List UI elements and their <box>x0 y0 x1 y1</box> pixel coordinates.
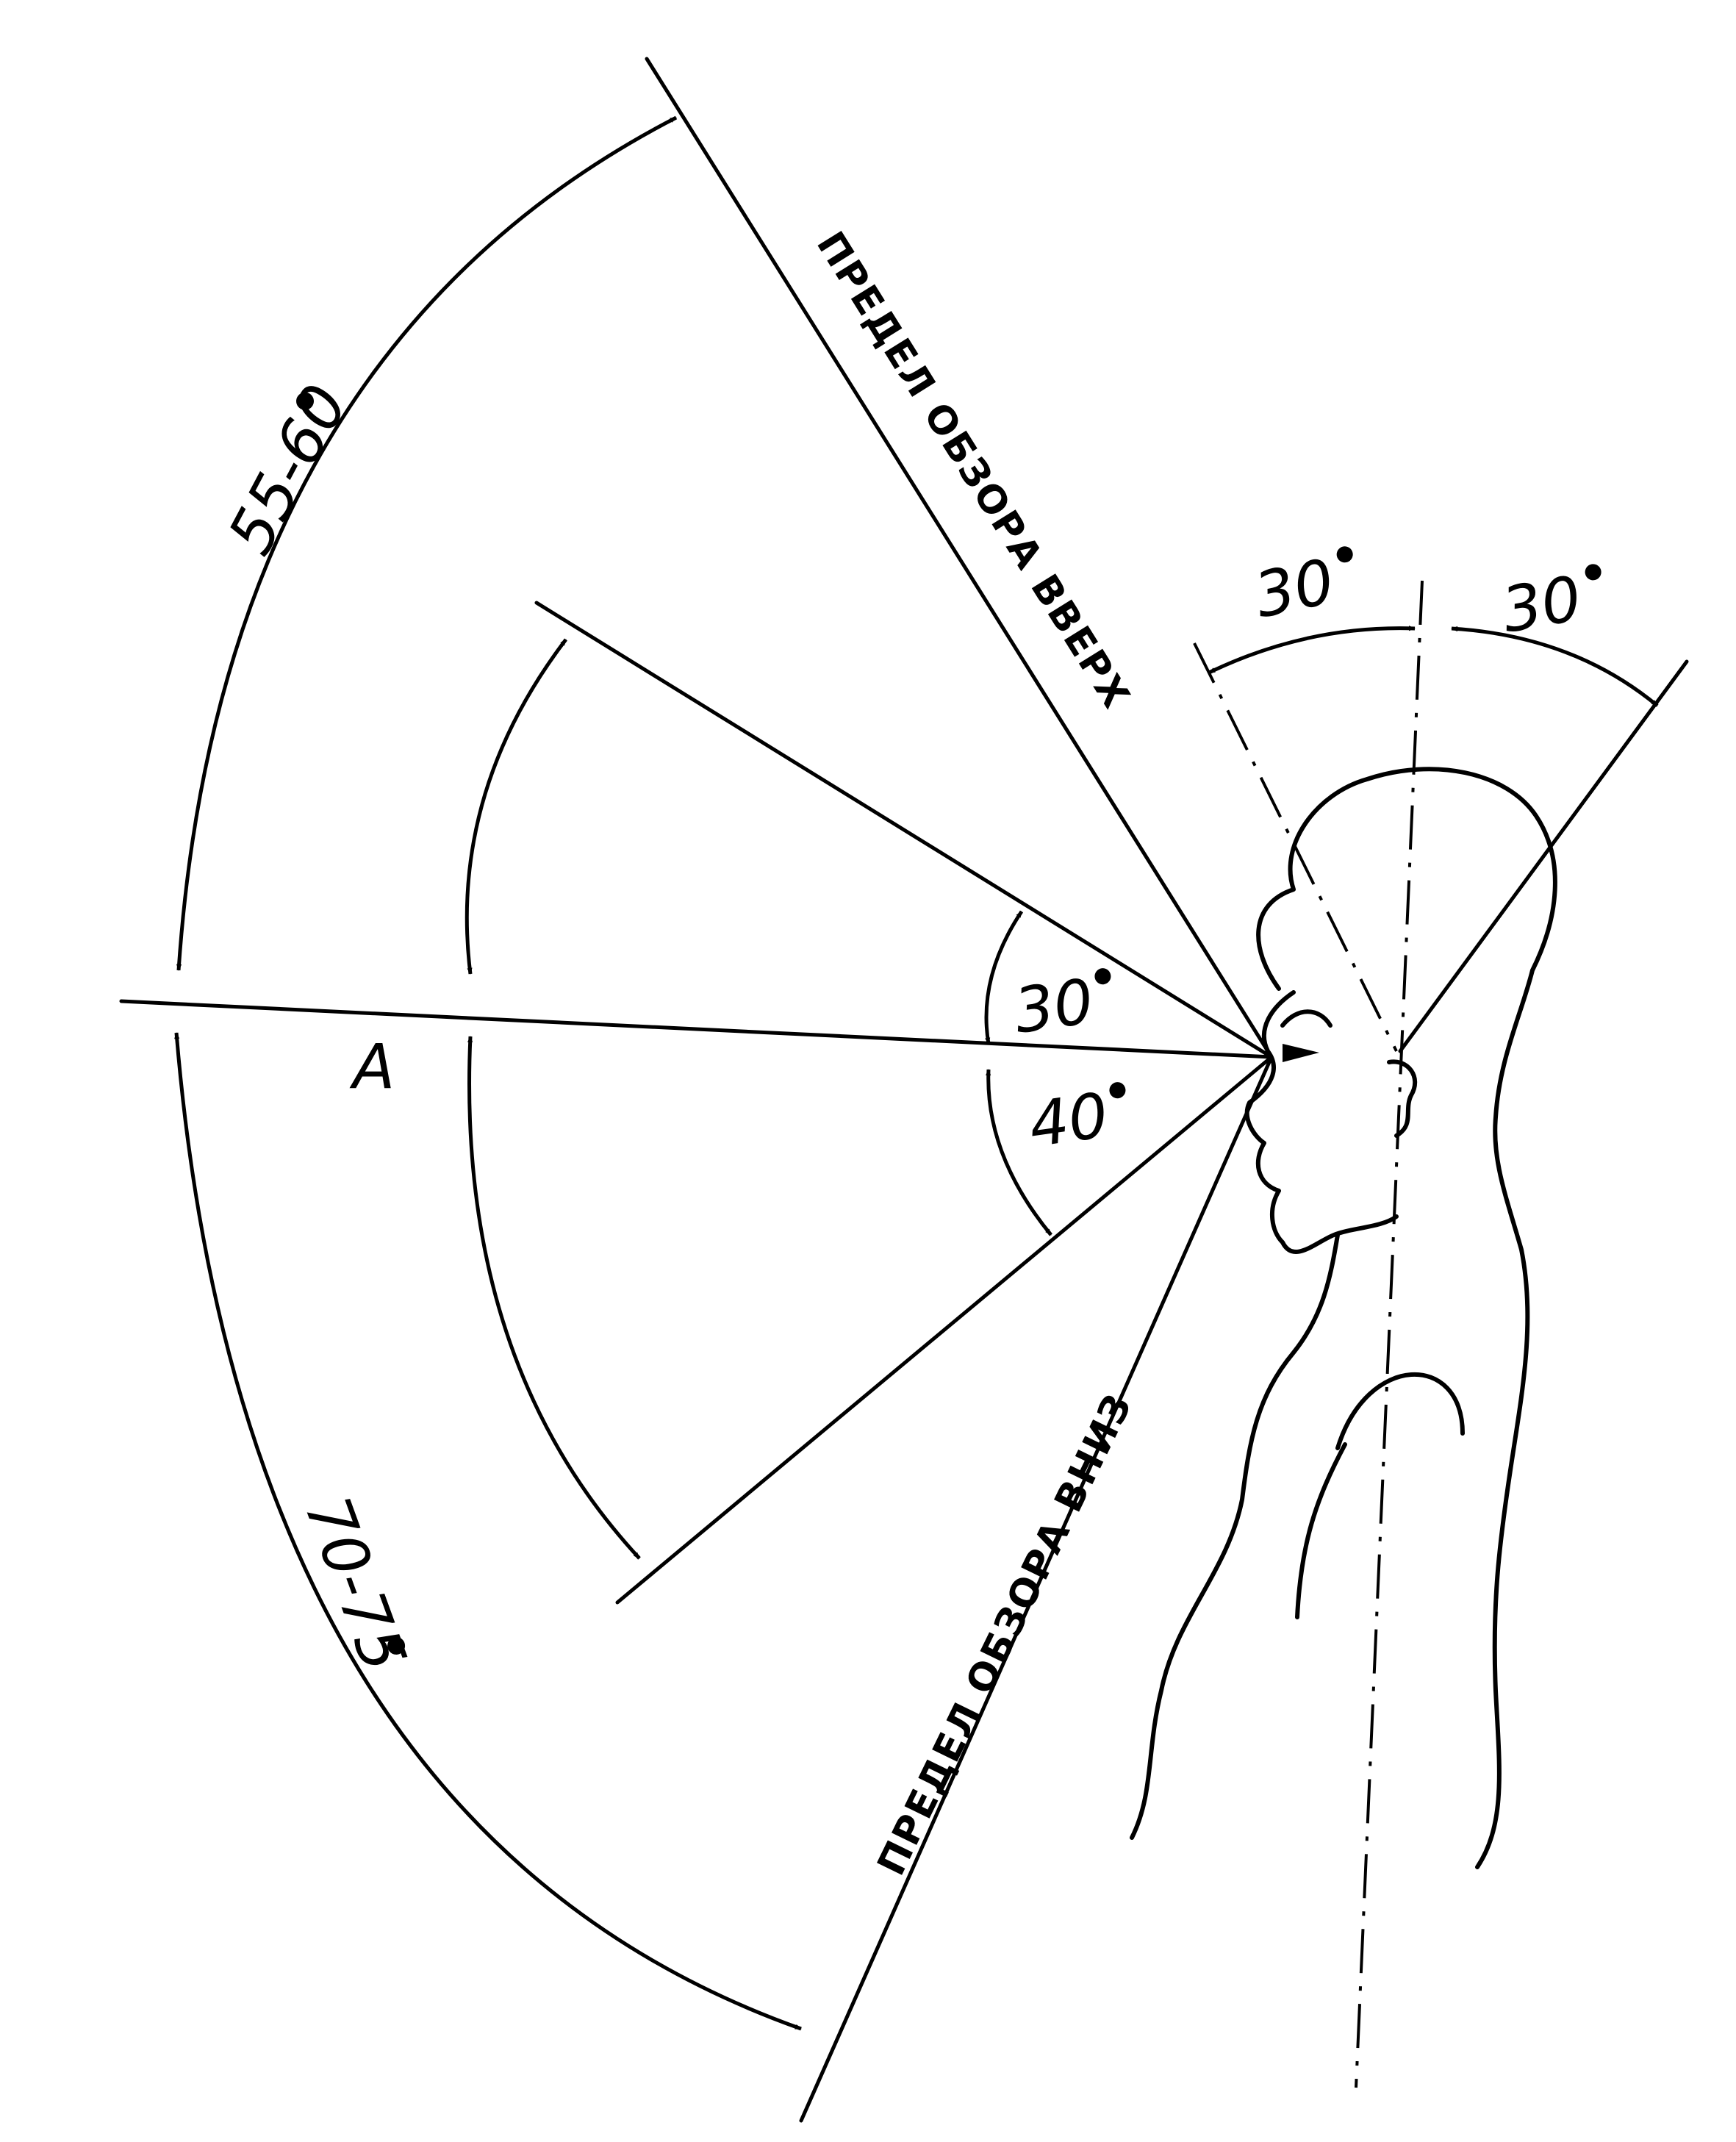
arc-head-left <box>1208 626 1416 675</box>
eye <box>1283 1044 1319 1062</box>
body-axis <box>1355 580 1424 2088</box>
ear <box>1387 1059 1418 1138</box>
degree-dot-40 <box>1109 1082 1126 1099</box>
human-silhouette <box>1130 767 1557 1869</box>
limit-up-line <box>645 57 1274 1059</box>
dim-label-head-left: 30 <box>1249 545 1353 632</box>
arc-optimal-upper <box>465 638 567 975</box>
degree-dot-70-75 <box>387 1636 406 1655</box>
label-30-upper: 30 <box>1010 965 1097 1047</box>
collar-curve <box>1335 1372 1465 1450</box>
head-outline <box>1256 767 1557 1869</box>
optimal-up-line <box>534 601 1274 1059</box>
face-profile <box>1244 990 1399 1254</box>
torso-left <box>1295 1442 1347 1619</box>
dim-label-optimal-up: 30 <box>1010 965 1111 1047</box>
head-tilt-right-line <box>1398 659 1689 1053</box>
label-55-60: 55-60 <box>214 373 362 566</box>
degree-dot-head-right <box>1585 564 1602 581</box>
arc-head-right <box>1451 626 1659 707</box>
label-30-head-left: 30 <box>1249 545 1341 631</box>
label-limit-up: ПРЕДЕЛ ОБЗОРА ВВЕРХ <box>808 224 1138 717</box>
arc-small-40 <box>986 1069 1052 1236</box>
arc-small-30 <box>984 910 1024 1045</box>
label-point-a: A <box>349 1031 395 1103</box>
label-limit-down: ПРЕДЕЛ ОБЗОРА ВНИЗ <box>869 1386 1141 1883</box>
degree-dot-head-left <box>1336 546 1353 563</box>
eye-brow <box>1280 1009 1333 1028</box>
degree-dot-55-60 <box>296 392 315 410</box>
label-30-head-right: 30 <box>1496 562 1586 647</box>
degree-dot-30-upper <box>1094 968 1111 985</box>
arc-lower-total <box>174 1032 802 2031</box>
neck-left <box>1130 1233 1340 1840</box>
arc-upper-total <box>176 115 678 971</box>
limit-down-line <box>799 1055 1274 2123</box>
label-40: 40 <box>1025 1079 1112 1161</box>
dim-label-optimal-down: 40 <box>1025 1079 1126 1161</box>
horizontal-sight-line <box>119 999 1274 1059</box>
optimal-down-line <box>615 1055 1274 1605</box>
arc-optimal-lower <box>467 1036 641 1560</box>
dim-label-upper-total: 55-60 <box>214 373 362 566</box>
dim-label-head-right: 30 <box>1496 562 1602 647</box>
